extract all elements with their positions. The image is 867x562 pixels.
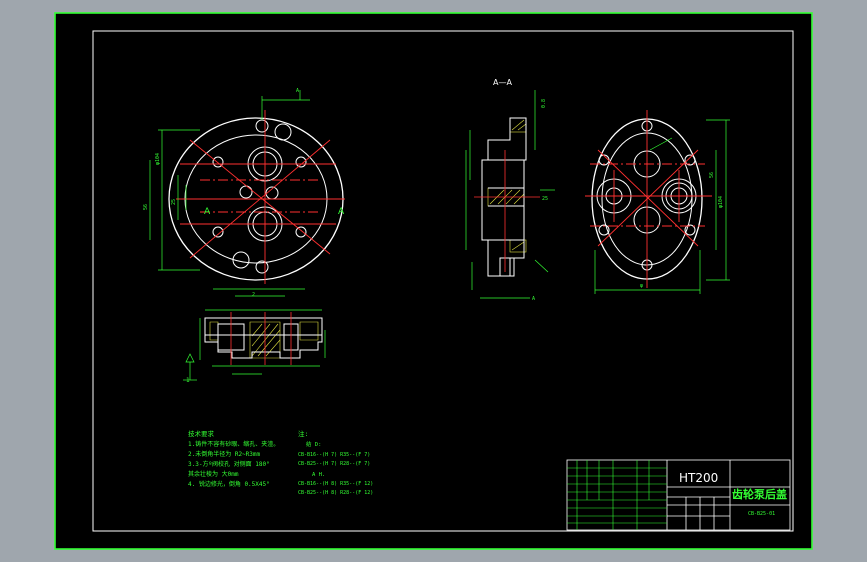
sheet-outer-border (54, 12, 813, 550)
svg-text:1: 1 (186, 377, 190, 384)
bottom-section-view: 1 (183, 309, 326, 384)
fits-line: CB-B25--(H 7) R28--(F 7) (298, 461, 370, 467)
notes-line: 1.铸件不容有砂眼、缩孔、夹渣。 (188, 440, 279, 448)
fits-line: CB-B16--(H 8) R35--(F 12) (298, 481, 373, 487)
notes-line: 4. 锐边修光，倒角 0.5X45° (188, 480, 270, 488)
notes-line: 2.未倒角半径为 R2~R3mm (188, 450, 261, 458)
drawing-number: CB-B25-01 (748, 511, 775, 517)
svg-text:φ104: φ104 (718, 196, 724, 208)
material-label: HT200 (679, 471, 718, 485)
svg-text:A: A (338, 207, 345, 217)
svg-text:A: A (296, 88, 299, 94)
fits-header: 结 D: (306, 440, 321, 448)
svg-text:25: 25 (171, 199, 177, 205)
svg-text:A: A (532, 296, 535, 302)
notes-line: 3.3-方º阀校孔 对侧面 180° (188, 460, 270, 468)
svg-text:56: 56 (709, 172, 715, 178)
notes-title: 技术要求 (188, 429, 215, 438)
svg-text:56: 56 (143, 204, 149, 210)
section-label: A—A (493, 78, 512, 87)
svg-text:φ104: φ104 (155, 153, 161, 165)
fits-line: CB-B16--(H 7) R35--(F 7) (298, 452, 370, 458)
section-a-a-view: A—A (465, 78, 555, 302)
front-view: φ104 56 25 A 2 A A (143, 88, 345, 298)
svg-text:φ: φ (640, 283, 643, 289)
part-name: 齿轮泵后盖 (732, 487, 787, 501)
notes-line: 其余壮棱为 大0mm (188, 470, 239, 478)
title-block: HT200 齿轮泵后盖 CB-B25-01 (566, 459, 791, 531)
sheet-inner-border (92, 30, 794, 532)
rear-view: 56 φ104 φ (585, 110, 730, 294)
svg-text:2: 2 (252, 292, 255, 298)
fits-title: 注: (298, 429, 308, 438)
fits-line: CB-B25--(H 8) R28--(F 12) (298, 490, 373, 496)
fits-line: A H. (312, 472, 325, 478)
technical-requirements: 技术要求 1.铸件不容有砂眼、缩孔、夹渣。 2.未倒角半径为 R2~R3mm 3… (188, 429, 279, 488)
svg-text:0.8: 0.8 (541, 99, 547, 108)
fit-notes: 注: 结 D: CB-B16--(H 7) R35--(F 7) CB-B25-… (298, 429, 373, 496)
svg-text:25: 25 (542, 196, 548, 202)
svg-text:A: A (204, 207, 211, 217)
